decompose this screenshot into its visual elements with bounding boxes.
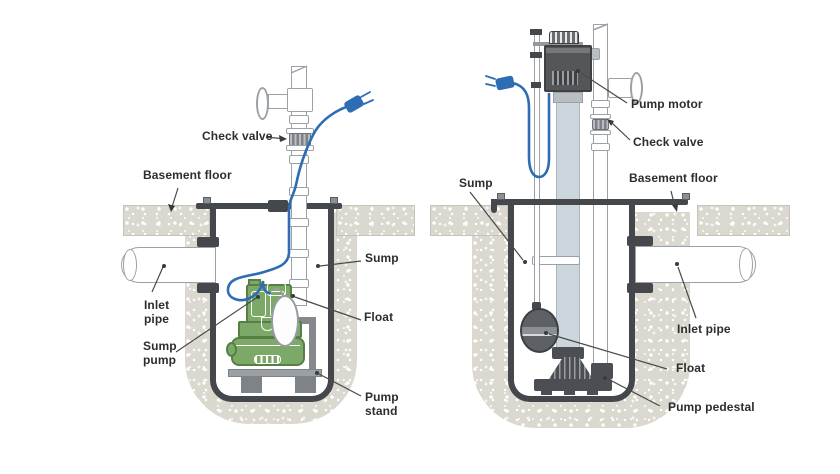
float-bracket — [309, 317, 316, 370]
pit-lid-right — [492, 199, 688, 205]
plug-prongs — [485, 75, 496, 87]
base-foot — [587, 391, 598, 395]
rod-top-cap — [530, 29, 542, 35]
pipe-coupling — [289, 187, 309, 196]
pipe-coupling — [289, 115, 309, 124]
check-valve-flange — [590, 114, 611, 119]
plug-prongs — [360, 91, 374, 105]
column-connector — [553, 92, 583, 103]
label-float-right: Float — [676, 361, 706, 375]
motor-highlight — [546, 48, 590, 53]
label-basement-floor-right: Basement floor — [629, 171, 718, 185]
base-foot — [564, 391, 575, 395]
stand-foot — [241, 377, 262, 393]
label-sump-right: Sump — [459, 176, 493, 190]
label-float-left: Float — [364, 310, 394, 324]
float-wire — [272, 288, 284, 298]
rod-clamp — [531, 82, 541, 88]
rod-guide-collar — [532, 256, 580, 265]
float-ball — [520, 308, 559, 353]
label-basement-floor-left: Basement floor — [143, 168, 232, 182]
lid-bolt — [330, 197, 338, 204]
lid-bolt — [682, 193, 690, 200]
label-check-valve-right: Check valve — [633, 135, 704, 149]
gate-valve-handwheel — [256, 87, 269, 120]
pipe-coupling — [591, 143, 610, 151]
label-pump-motor: Pump motor — [631, 97, 703, 111]
leader-dots — [162, 69, 679, 380]
label-sump-pump: Sump pump — [143, 339, 177, 367]
pipe-coupling — [591, 100, 610, 108]
leader-arrowheads — [168, 119, 678, 212]
float-bracket — [293, 317, 315, 324]
column-bottom-cap — [552, 347, 584, 359]
leader-lines — [151, 72, 697, 407]
rod-clamp — [530, 52, 542, 58]
sump-pump-cap — [267, 283, 286, 296]
float-left — [271, 295, 299, 347]
pipe-cut-lines — [290, 23, 609, 74]
inlet-pipe-right — [635, 246, 756, 283]
lid-lip — [491, 199, 497, 213]
base-foot — [541, 391, 552, 395]
pump-column — [556, 92, 580, 354]
lid-bolt — [497, 193, 505, 200]
label-pump-pedestal: Pump pedestal — [668, 400, 755, 414]
power-cord-left — [226, 103, 354, 302]
label-inlet-pipe-right: Inlet pipe — [677, 322, 731, 336]
power-cord-right — [511, 81, 551, 179]
motor-mount-plate — [533, 42, 583, 46]
pipe-coupling — [289, 155, 309, 164]
label-sump-left: Sump — [365, 251, 399, 265]
pump-stand — [228, 369, 322, 377]
motor-vents — [552, 71, 578, 85]
inlet-pipe-open-end — [123, 249, 137, 281]
pedestal-pump-block — [591, 363, 613, 379]
stand-foot — [295, 377, 316, 393]
gate-valve-handwheel — [630, 72, 643, 104]
discharge-pipe-left — [291, 66, 307, 306]
pump-base-line — [236, 345, 300, 346]
pipe-flange — [627, 283, 653, 293]
label-inlet-pipe-left: Inlet pipe — [144, 298, 170, 326]
basement-floor-slab-right — [697, 205, 790, 236]
power-plug-right — [485, 75, 515, 91]
pedestal-cone — [549, 357, 593, 379]
check-valve-flange — [590, 130, 611, 135]
motor-cap — [549, 31, 579, 44]
label-check-valve-left: Check valve — [202, 129, 273, 143]
gate-valve-body — [287, 88, 313, 112]
lid-bolt — [203, 197, 211, 204]
basement-floor-slab-left — [123, 205, 210, 236]
pump-base-lug — [226, 342, 237, 357]
basement-floor-slab-left — [430, 205, 508, 236]
pump-motor-box — [544, 45, 592, 92]
label-pump-stand: Pump stand — [365, 390, 399, 418]
pedestal-base — [534, 379, 612, 391]
check-valve-flange — [286, 145, 314, 151]
inlet-pipe-open-end — [739, 248, 753, 281]
cord-grommet — [268, 200, 288, 212]
power-plug-left — [344, 91, 374, 113]
pipe-flange — [627, 236, 653, 246]
pipe-flange — [197, 283, 219, 293]
check-valve-right — [592, 119, 609, 130]
float-ball-slit — [522, 334, 557, 336]
basement-floor-slab-right — [336, 205, 415, 236]
float-rod-cap — [532, 302, 541, 310]
float-ball-band — [522, 327, 557, 334]
pipe-coupling — [289, 279, 309, 288]
pipe-flange — [197, 237, 219, 247]
pump-grille — [254, 355, 281, 364]
